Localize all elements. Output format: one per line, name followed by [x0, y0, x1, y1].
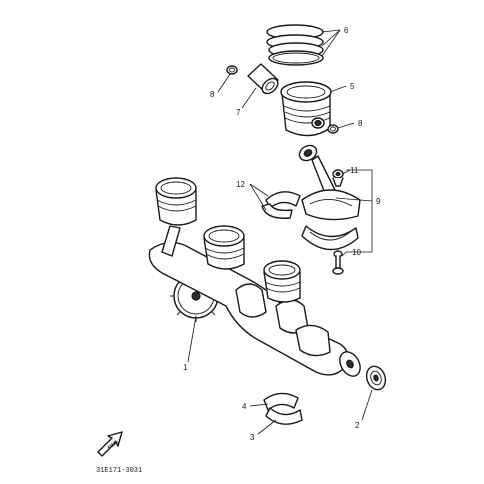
- bearing-shells-upper[interactable]: [261, 191, 301, 219]
- circlip-right[interactable]: [327, 124, 339, 134]
- piston-rings[interactable]: [266, 24, 324, 66]
- callout-12: 12: [236, 180, 245, 189]
- callout-7: 7: [236, 108, 241, 117]
- callout-2: 2: [355, 421, 360, 430]
- rod-nut[interactable]: [332, 169, 344, 187]
- forward-arrow: FWD: [97, 431, 123, 457]
- diagram-code: 31E171-3031: [96, 467, 142, 475]
- callout-3: 3: [250, 433, 255, 442]
- callout-9: 9: [376, 197, 381, 206]
- callout-8-right: 8: [358, 119, 363, 128]
- main-bearing-upper[interactable]: [263, 392, 299, 411]
- leader-lines: [187, 29, 373, 435]
- circlip-left[interactable]: [226, 65, 238, 75]
- main-bearing-lower[interactable]: [265, 407, 303, 425]
- callout-10: 10: [352, 248, 361, 257]
- callout-11: 11: [350, 166, 359, 175]
- rod-bolt[interactable]: [332, 250, 344, 275]
- callout-4: 4: [242, 402, 247, 411]
- piston-upper[interactable]: [280, 81, 332, 137]
- callout-labels: 6 5 8 7 8 11 12 9 10 1 4 2 3: [183, 26, 381, 442]
- callout-6: 6: [344, 26, 349, 35]
- connecting-rod[interactable]: [297, 142, 361, 221]
- callout-5: 5: [350, 82, 355, 91]
- callout-1: 1: [183, 363, 188, 372]
- oil-seal[interactable]: [363, 364, 388, 393]
- crankshaft-assembly[interactable]: [148, 177, 364, 380]
- connecting-rod-cap[interactable]: [301, 225, 359, 251]
- callout-8-left: 8: [210, 90, 215, 99]
- piston-pin[interactable]: [247, 63, 281, 96]
